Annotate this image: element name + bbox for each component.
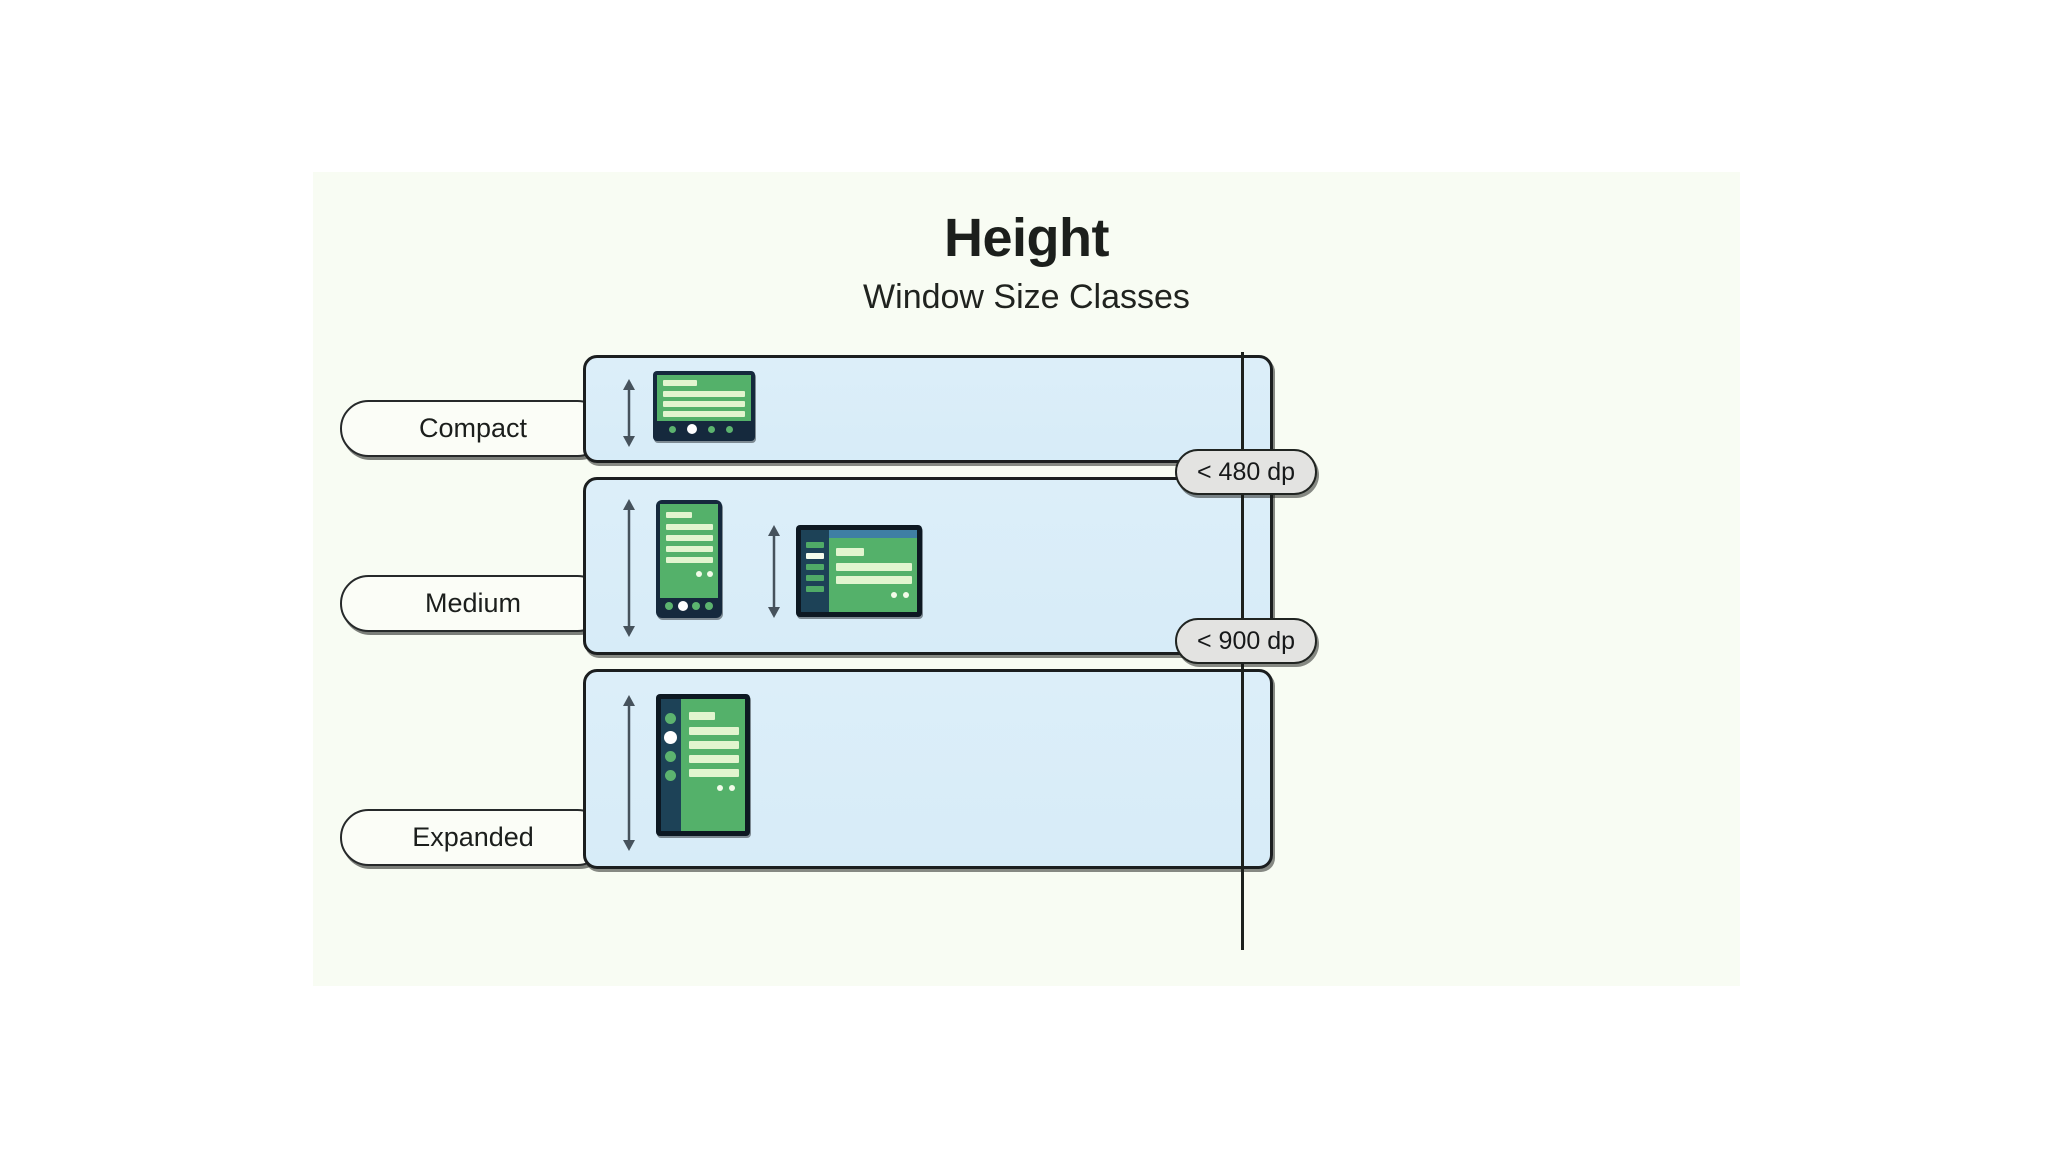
content-dot <box>891 592 897 598</box>
size-class-row-medium <box>583 477 1273 655</box>
content-dot <box>696 571 702 577</box>
content-line <box>666 512 692 518</box>
diagram-canvas: Height Window Size Classes Compact Mediu… <box>313 172 1740 986</box>
content-dot <box>717 785 723 791</box>
nav-dot[interactable] <box>669 426 676 433</box>
size-class-label-compact[interactable]: Compact <box>340 400 606 457</box>
nav-dot[interactable] <box>665 770 676 781</box>
nav-dot-active[interactable] <box>664 731 677 744</box>
bottom-navigation-bar <box>660 598 718 614</box>
nav-dot-active[interactable] <box>678 601 688 611</box>
page-title: Height <box>944 208 1110 268</box>
size-class-label-text: Expanded <box>412 822 534 852</box>
device-screen <box>829 538 917 612</box>
breakpoint-badge-900[interactable]: < 900 dp <box>1175 618 1318 664</box>
content-line <box>663 391 745 397</box>
device-screen <box>660 504 718 598</box>
nav-dot[interactable] <box>665 713 676 724</box>
content-line <box>836 576 912 584</box>
nav-dot[interactable] <box>705 602 713 610</box>
content-dot <box>903 592 909 598</box>
nav-dot[interactable] <box>708 426 715 433</box>
top-app-bar <box>829 530 917 538</box>
rail-item[interactable] <box>806 575 824 581</box>
size-class-row-expanded <box>583 669 1273 869</box>
breakpoint-badge-480[interactable]: < 480 dp <box>1175 449 1318 495</box>
size-class-row-compact <box>583 355 1273 463</box>
breakpoint-label: < 480 dp <box>1197 457 1296 486</box>
rail-item[interactable] <box>806 542 824 548</box>
content-line <box>663 380 697 386</box>
content-line <box>663 401 745 407</box>
content-line <box>666 535 713 541</box>
device-screen <box>657 375 751 421</box>
nav-dot[interactable] <box>665 602 673 610</box>
content-line <box>689 741 739 749</box>
device-screen <box>681 699 745 831</box>
content-line <box>666 524 713 530</box>
content-line <box>689 769 739 777</box>
content-line <box>663 411 745 417</box>
rail-item[interactable] <box>806 564 824 570</box>
nav-dot[interactable] <box>726 426 733 433</box>
device-expanded-portrait-tablet <box>656 694 750 836</box>
page-subtitle: Window Size Classes <box>863 277 1190 316</box>
nav-dot[interactable] <box>692 602 700 610</box>
size-class-label-text: Compact <box>418 413 528 443</box>
bottom-navigation-bar <box>657 421 751 437</box>
height-measure-arrow-medium-tablet <box>768 525 780 618</box>
content-dot <box>707 571 713 577</box>
content-line <box>666 546 713 552</box>
content-line <box>689 755 739 763</box>
content-line <box>689 727 739 735</box>
content-line <box>836 548 864 556</box>
height-measure-arrow-compact <box>623 379 635 447</box>
device-compact-landscape-phone <box>653 371 755 441</box>
content-dot <box>729 785 735 791</box>
rail-item[interactable] <box>806 586 824 592</box>
rail-item-active[interactable] <box>806 553 824 559</box>
size-class-label-text: Medium <box>424 588 522 618</box>
size-class-label-expanded[interactable]: Expanded <box>340 809 606 866</box>
breakpoint-label: < 900 dp <box>1197 626 1296 655</box>
content-line <box>666 557 713 563</box>
nav-dot-active[interactable] <box>687 424 697 434</box>
device-medium-landscape-tablet <box>796 525 922 617</box>
height-measure-arrow-medium-phone <box>623 499 635 637</box>
content-line <box>836 563 912 571</box>
header-block: Height Window Size Classes <box>313 210 1740 316</box>
height-measure-arrow-expanded <box>623 695 635 851</box>
content-line <box>689 712 715 720</box>
navigation-rail <box>801 530 829 612</box>
size-class-label-medium[interactable]: Medium <box>340 575 606 632</box>
device-medium-portrait-phone <box>656 500 722 618</box>
nav-dot[interactable] <box>665 751 676 762</box>
navigation-rail <box>661 699 681 831</box>
